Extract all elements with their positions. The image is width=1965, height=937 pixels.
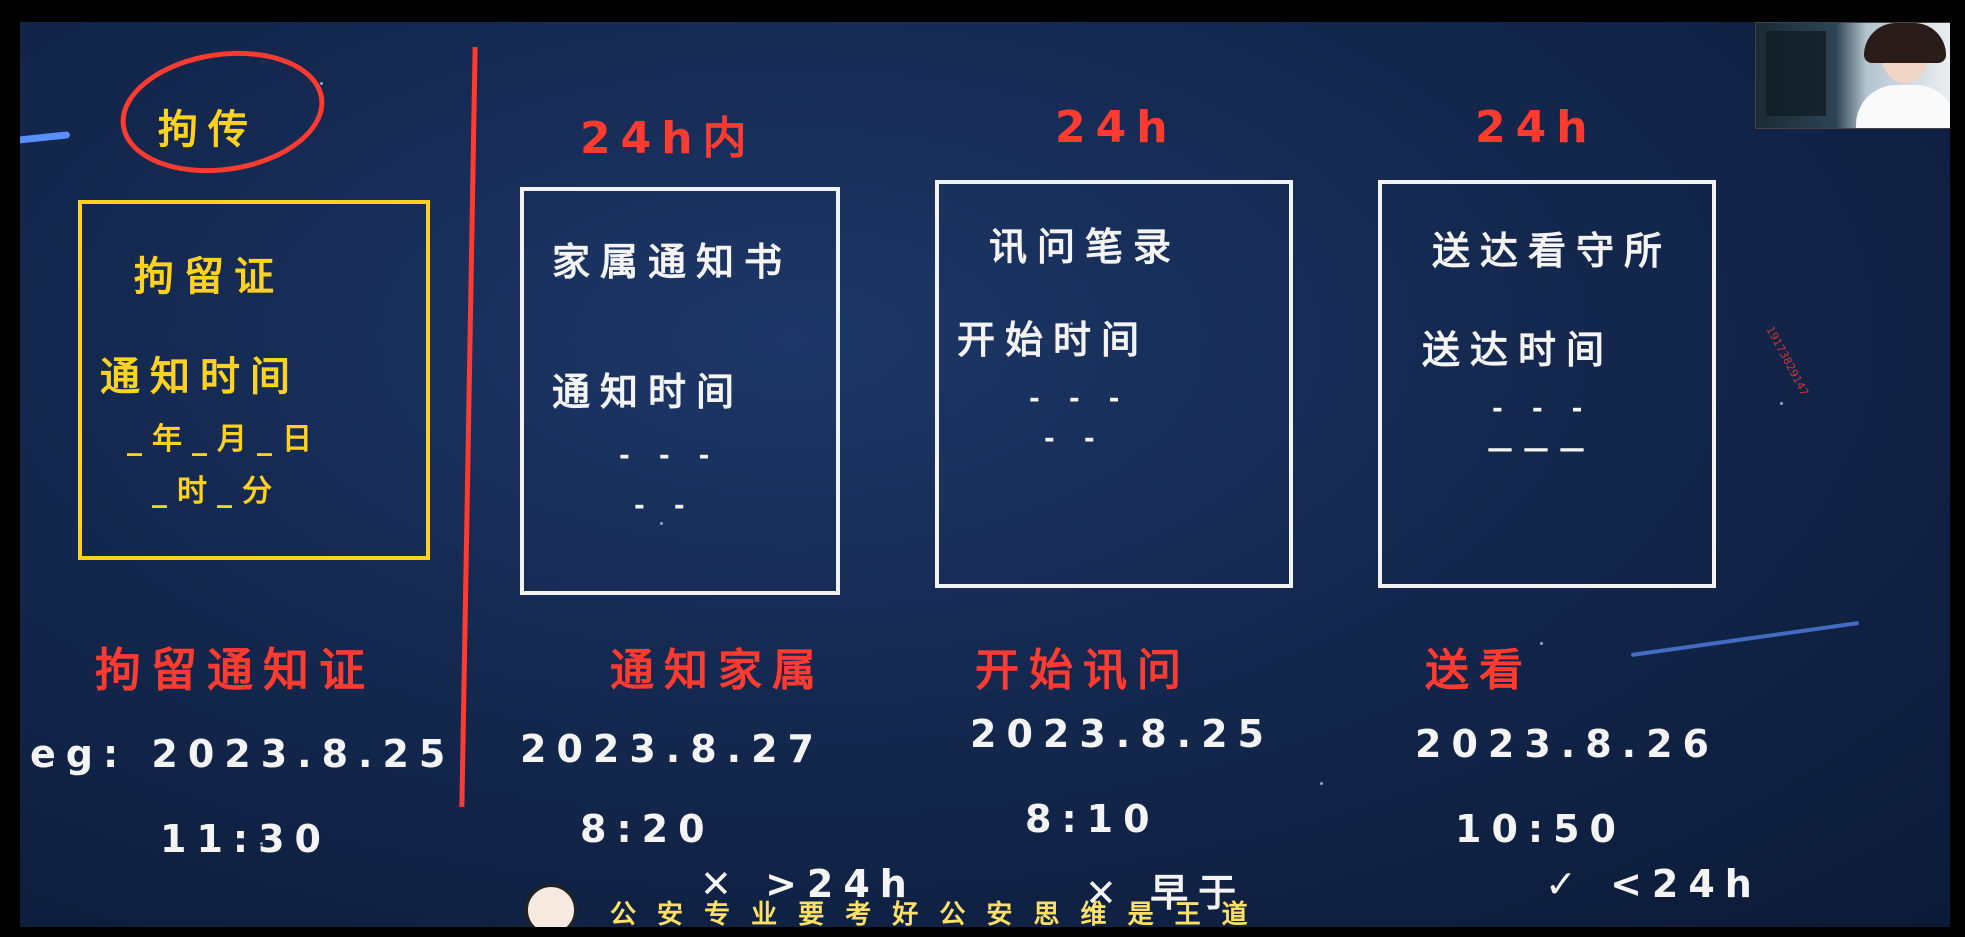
result-time-1: 8:20 xyxy=(580,807,715,851)
box-line-2: 开始时间 xyxy=(957,318,1150,362)
star-dot xyxy=(1780,402,1783,405)
column-limit-3: 24h xyxy=(1475,102,1598,153)
star-dot xyxy=(740,132,743,135)
blank-dashes: - - - xyxy=(1492,394,1593,424)
time-line: _时_分 xyxy=(152,474,282,509)
star-dot xyxy=(660,522,663,525)
example-date: eg: 2023.8.25 xyxy=(30,732,456,776)
result-title-1: 通知家属 xyxy=(610,645,826,696)
family-notice-box: 家属通知书 通知时间 - - - - - xyxy=(520,187,840,595)
box-line-1: 家属通知书 xyxy=(552,240,793,284)
column-limit-2: 24h xyxy=(1055,102,1178,153)
subtitle-text: 公 安 专 业 要 考 好 公 安 思 维 是 王 道 xyxy=(610,900,1254,927)
interrogation-record-box: 讯问笔录 开始时间 - - - - - xyxy=(935,180,1293,588)
blackboard: 拘传 拘留证 通知时间 _年_月_日 _时_分 拘留通知证 eg: 2023.8… xyxy=(20,22,1950,927)
result-time-2: 8:10 xyxy=(1025,797,1160,841)
blank-dashes: - - xyxy=(634,491,695,521)
verdict-2: ✕ 早于 xyxy=(1085,871,1247,915)
webcam-background xyxy=(1766,31,1826,116)
box-line-1: 讯问笔录 xyxy=(989,225,1182,269)
verdict-1: ✕ >24h xyxy=(700,862,917,906)
column-limit-1: 24h内 xyxy=(580,113,757,164)
webcam-feed xyxy=(1755,22,1950,129)
light-streak xyxy=(1630,621,1860,657)
box-title: 拘留证 xyxy=(134,254,284,300)
verdict-3: ✓ <24h xyxy=(1545,862,1762,906)
notice-time-label: 通知时间 xyxy=(100,354,300,400)
avatar-icon xyxy=(525,884,577,927)
section-divider xyxy=(459,47,478,807)
result-date-2: 2023.8.25 xyxy=(970,712,1274,756)
star-dot xyxy=(260,842,263,845)
box-line-1: 送达看守所 xyxy=(1432,229,1673,273)
star-dot xyxy=(1070,322,1073,325)
blank-dashes: - - - xyxy=(619,441,720,471)
presenter-shirt xyxy=(1856,85,1950,128)
detention-notice-title: 拘留通知证 xyxy=(95,643,375,697)
date-line: _年_月_日 xyxy=(127,422,322,457)
detention-certificate-box: 拘留证 通知时间 _年_月_日 _时_分 xyxy=(78,200,430,560)
box-line-2: 送达时间 xyxy=(1422,328,1615,372)
result-date-3: 2023.8.26 xyxy=(1415,722,1719,766)
result-title-3: 送看 xyxy=(1425,645,1533,696)
result-time-3: 10:50 xyxy=(1455,807,1626,851)
example-time: 11:30 xyxy=(160,817,331,861)
light-streak xyxy=(20,131,71,144)
blank-dashes: - - - xyxy=(1029,384,1130,414)
box-line-2: 通知时间 xyxy=(552,370,745,414)
watermark-phone: 19173829147 xyxy=(1763,324,1812,399)
circled-title: 拘传 xyxy=(158,107,258,153)
result-title-2: 开始讯问 xyxy=(975,645,1191,696)
detention-house-box: 送达看守所 送达时间 - - - ——— xyxy=(1378,180,1716,588)
star-dot xyxy=(1320,782,1323,785)
star-dot xyxy=(1540,642,1543,645)
star-dot xyxy=(320,82,323,85)
blank-dashes: - - xyxy=(1044,424,1105,454)
presenter-hair xyxy=(1864,23,1946,63)
blank-dashes: ——— xyxy=(1487,434,1595,464)
result-date-1: 2023.8.27 xyxy=(520,727,824,771)
